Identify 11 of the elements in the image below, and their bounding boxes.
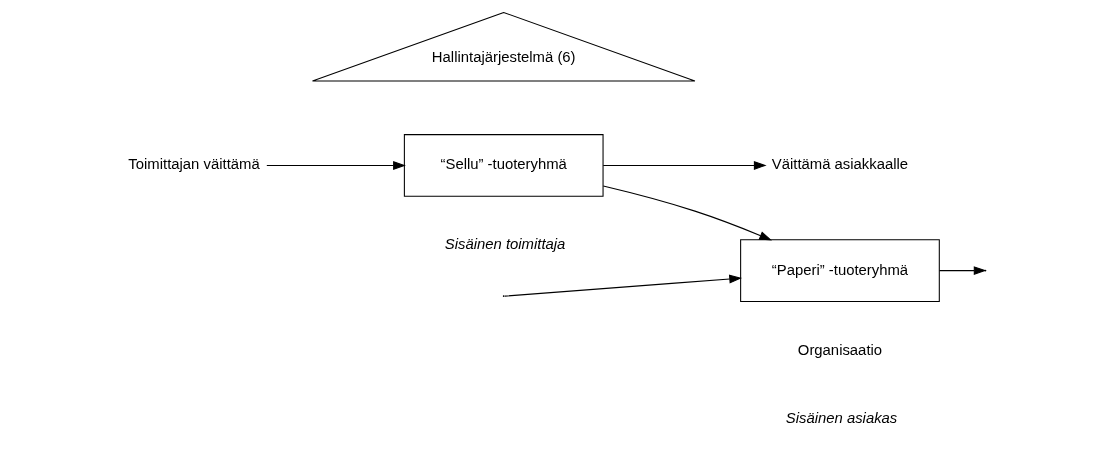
arrow <box>602 185 772 241</box>
arrow <box>503 274 742 297</box>
label: Organisaatio <box>797 342 882 359</box>
arrow <box>602 160 767 170</box>
label: Sisäinen asiakas <box>785 410 897 427</box>
label: Sisäinen toimittaja <box>444 236 565 253</box>
node-box: “Sellu” -tuoteryhmä <box>403 134 604 197</box>
node-box: “Paperi” -tuoteryhmä <box>739 239 940 302</box>
node-text: Toimittajan väittämä <box>127 156 260 173</box>
arrow <box>265 160 406 170</box>
node-text: Väittämä asiakkaalle <box>771 156 908 173</box>
